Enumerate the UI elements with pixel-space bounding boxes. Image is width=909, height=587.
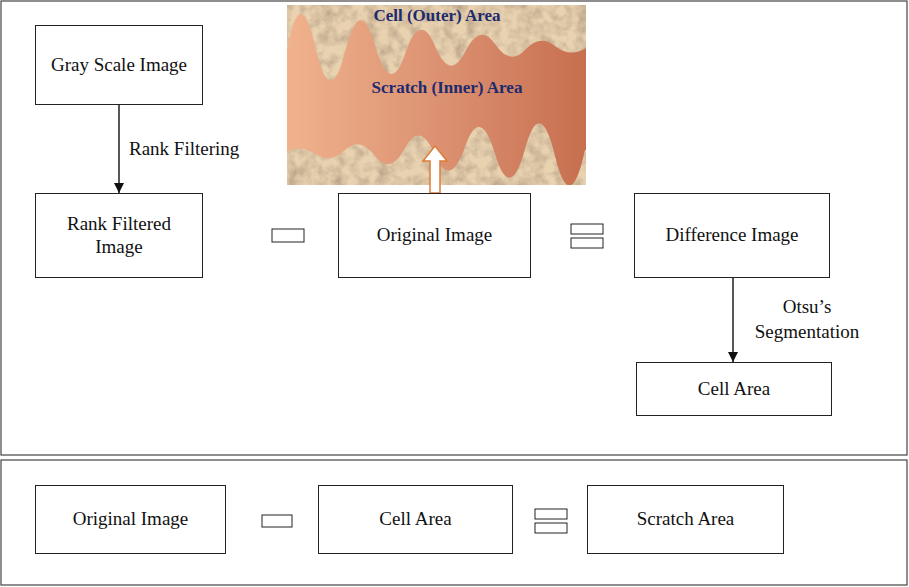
- flow-arrow: [732, 278, 733, 362]
- minus-sign: [272, 229, 304, 242]
- minus-sign: [262, 515, 292, 527]
- region-label: Scratch (Inner) Area: [372, 78, 523, 98]
- equals-sign: [571, 238, 603, 248]
- equals-sign: [571, 224, 603, 234]
- box-text: Original Image: [377, 224, 493, 247]
- box-text: Gray Scale Image: [51, 54, 187, 77]
- region-label: Cell (Outer) Area: [373, 6, 500, 26]
- bottom-panel: [1, 460, 907, 585]
- process-box: Original Image: [338, 193, 531, 278]
- box-text: Scratch Area: [637, 508, 735, 531]
- top-panel: [1, 1, 907, 455]
- process-box: Cell Area: [318, 485, 513, 554]
- equals-sign: [535, 523, 567, 533]
- cell-layer-top: [287, 5, 586, 81]
- box-text: Cell Area: [379, 508, 451, 531]
- equals-sign: [535, 509, 567, 519]
- edge-label: Rank Filtering: [127, 137, 241, 162]
- process-box: Gray Scale Image: [35, 25, 203, 105]
- process-box: Rank Filtered Image: [35, 193, 203, 278]
- process-box: Scratch Area: [587, 485, 784, 554]
- box-text: Rank Filtered Image: [46, 213, 192, 259]
- process-box: Original Image: [35, 485, 226, 554]
- edge-label: Otsu’s Segmentation: [741, 295, 873, 344]
- hollow-arrow: [423, 146, 447, 193]
- process-box: Difference Image: [634, 193, 830, 278]
- flow-arrow: [118, 105, 119, 193]
- box-text: Difference Image: [665, 224, 798, 247]
- process-box: Cell Area: [636, 362, 832, 416]
- box-text: Cell Area: [698, 378, 770, 401]
- box-text: Original Image: [73, 508, 189, 531]
